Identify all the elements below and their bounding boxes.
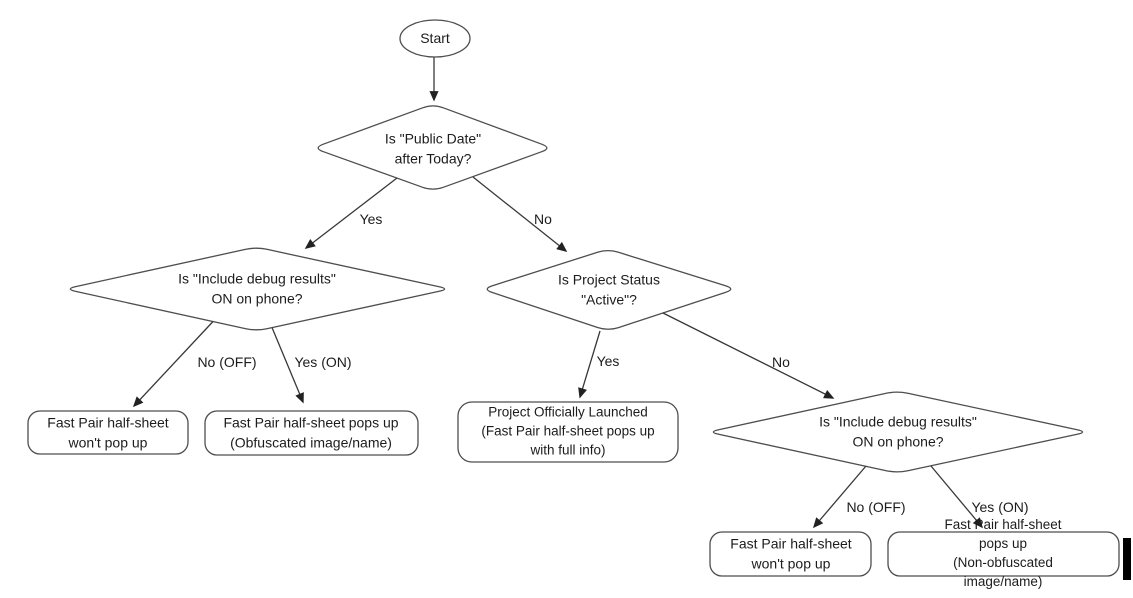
- start-node-shape: [399, 19, 471, 58]
- decision-debug-right-shape: [712, 391, 1084, 473]
- edge-label-debug-right-yes: Yes (ON): [971, 499, 1029, 515]
- start-node-label: Start: [420, 30, 450, 47]
- result-no-popup-right-label: Fast Pair half-sheet won't pop up: [730, 535, 852, 571]
- decision-project-status-label: Is Project Status "Active"?: [558, 271, 660, 307]
- edge-label-public-date-no: No: [534, 211, 552, 227]
- arrow-status-no: [662, 312, 835, 399]
- arrow-public-date-yes: [304, 177, 398, 249]
- result-non-obfuscated-label: Fast Pair half-sheet pops up (Non-obfusc…: [944, 517, 1062, 589]
- result-no-popup-left-shape: [27, 410, 189, 455]
- edge-label-status-no: No: [772, 354, 790, 370]
- decision-debug-left-shape: [69, 247, 446, 331]
- edge-label-debug-left-yes: Yes (ON): [294, 354, 352, 370]
- text-cursor-bar: [1123, 538, 1131, 580]
- result-non-obfuscated-shape: [887, 531, 1120, 577]
- decision-project-status-shape: [486, 250, 732, 330]
- result-no-popup-right-shape: [709, 531, 872, 577]
- edge-label-debug-left-no: No (OFF): [197, 354, 257, 370]
- edge-label-status-yes: Yes: [596, 353, 620, 369]
- edge-label-public-date-yes: Yes: [359, 211, 383, 227]
- decision-public-date-label: Is "Public Date" after Today?: [384, 130, 482, 166]
- arrow-debug-right-no: [812, 465, 867, 529]
- result-launched-shape: [457, 401, 679, 463]
- arrow-public-date-no: [472, 176, 568, 252]
- result-launched-label: Project Officially Launched (Fast Pair h…: [481, 404, 655, 458]
- arrow-debug-left-no: [132, 321, 214, 408]
- edge-label-debug-right-no: No (OFF): [846, 499, 906, 515]
- result-obfuscated-shape: [204, 410, 419, 456]
- arrow-status-yes: [578, 330, 601, 399]
- result-no-popup-left-label: Fast Pair half-sheet won't pop up: [47, 414, 169, 450]
- decision-public-date-shape: [317, 105, 548, 190]
- arrow-debug-right-yes: [930, 465, 984, 529]
- arrow-debug-left-yes: [271, 327, 304, 404]
- decision-debug-right-label: Is "Include debug results" ON on phone?: [819, 413, 977, 449]
- result-obfuscated-label: Fast Pair half-sheet pops up (Obfuscated…: [223, 414, 399, 450]
- decision-debug-left-label: Is "Include debug results" ON on phone?: [178, 270, 336, 306]
